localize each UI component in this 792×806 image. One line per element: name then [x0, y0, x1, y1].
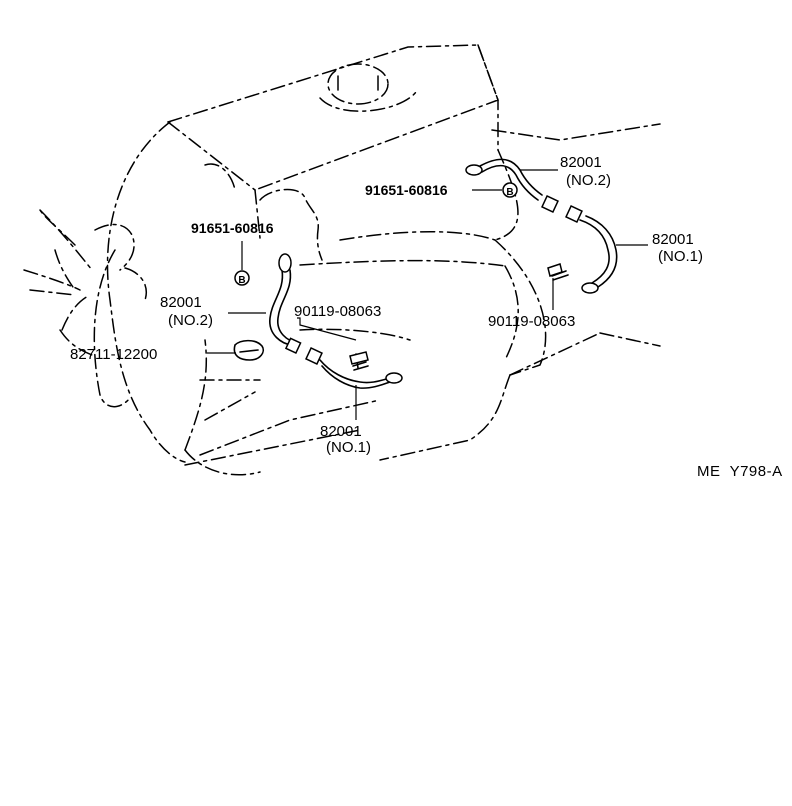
bolt-b-marker-left: B — [238, 275, 245, 286]
right-screw — [547, 263, 569, 281]
left-clamp — [233, 339, 265, 361]
left-screw — [349, 351, 369, 371]
bolt-b-marker-right: B — [506, 187, 513, 198]
right-cable-no1 — [565, 205, 618, 294]
label-right-bolt-part: 91651-60816 — [365, 182, 448, 198]
label-left-cable-no2-part: 82001 — [160, 294, 202, 311]
left-bolt-b: B — [234, 270, 250, 286]
label-left-cable-no1-num: (NO.1) — [326, 439, 371, 456]
label-right-cable-no2-part: 82001 — [560, 154, 602, 171]
labels: 91651-60816 82001 (NO.2) 90119-08063 827… — [70, 154, 783, 480]
label-clamp-part: 82711-12200 — [70, 346, 157, 363]
label-left-screw-part: 90119-08063 — [294, 303, 381, 320]
diagram-code: ME Y798-A — [697, 463, 783, 480]
label-right-screw-part: 90119-08063 — [488, 313, 575, 330]
right-cable-no2 — [465, 158, 559, 213]
left-cable-no1 — [305, 347, 403, 389]
engine-outline — [23, 44, 661, 476]
left-cable-no2 — [269, 253, 302, 354]
label-right-cable-no1-num: (NO.1) — [658, 248, 703, 265]
label-left-bolt-part: 91651-60816 — [191, 220, 274, 236]
label-left-cable-no2-num: (NO.2) — [168, 312, 213, 329]
leader-lines — [207, 169, 648, 420]
label-left-cable-no1-part: 82001 — [320, 423, 362, 440]
label-right-cable-no2-num: (NO.2) — [566, 172, 611, 189]
right-bolt-b: B — [502, 182, 518, 198]
label-right-cable-no1-part: 82001 — [652, 231, 694, 248]
